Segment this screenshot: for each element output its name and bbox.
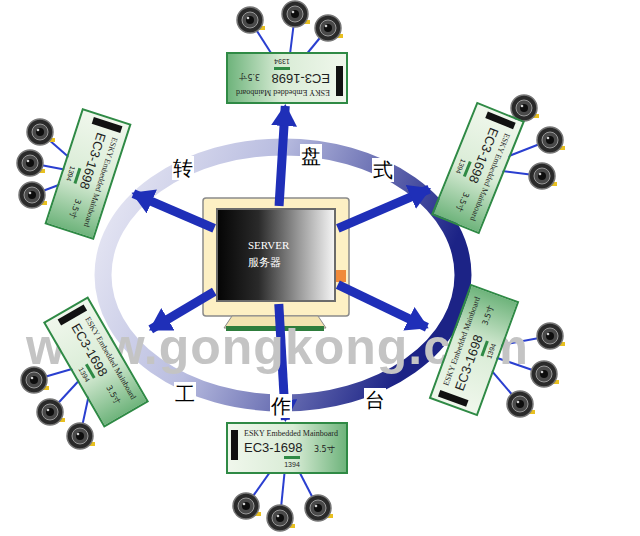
port-label: 1394 [284,456,300,469]
mainboard-box: ESKY Embedded MainboardEC3-1698 3.5寸 1394 [226,52,348,104]
camera-icon [507,391,535,417]
server-label: SERVER [248,236,326,254]
flow-arrow [133,194,214,229]
camera-icon [67,423,95,449]
board-brand: ESKY Embedded Mainboard [244,428,340,439]
camera-icon [315,15,343,41]
camera-icon [27,119,55,145]
board-model: EC3-1698 [244,439,308,456]
camera-icon [537,323,565,349]
ring-character: 作 [270,394,292,418]
camera-icon [17,150,45,176]
board-size: 3.5寸 [314,444,340,456]
server-screen: SERVER服务器 [216,208,336,302]
camera-icon [237,7,265,33]
flow-arrow [338,189,429,228]
ring-character: 转 [172,156,194,180]
board-size: 3.5寸 [479,299,499,328]
camera-group [17,1,565,531]
ring-character: 台 [364,388,386,412]
flow-arrow [279,106,285,206]
camera-icon [37,399,65,425]
board-size: 3.5寸 [234,70,260,82]
camera-icon [537,127,565,153]
board-model: EC3-1698 [266,70,330,87]
camera-icon [529,163,557,189]
board-size: 3.5寸 [64,197,83,226]
camera-icon [531,361,559,387]
ring-character: 式 [372,158,394,182]
port-label: 1394 [274,57,290,70]
camera-icon [233,493,261,519]
camera-icon [267,505,295,531]
board-brand: ESKY Embedded Mainboard [234,87,330,98]
ring-character: 盘 [300,144,322,168]
camera-icon [305,495,333,521]
ring-character: 工 [174,382,196,406]
server-label: 服务器 [248,254,326,272]
camera-icon [19,182,47,208]
camera-icon [282,1,310,27]
mainboard-box: ESKY Embedded MainboardEC3-1698 3.5寸 1394 [226,422,348,474]
mainboard-box: ESKY Embedded MainboardEC3-16983.5寸1394 [431,102,525,235]
